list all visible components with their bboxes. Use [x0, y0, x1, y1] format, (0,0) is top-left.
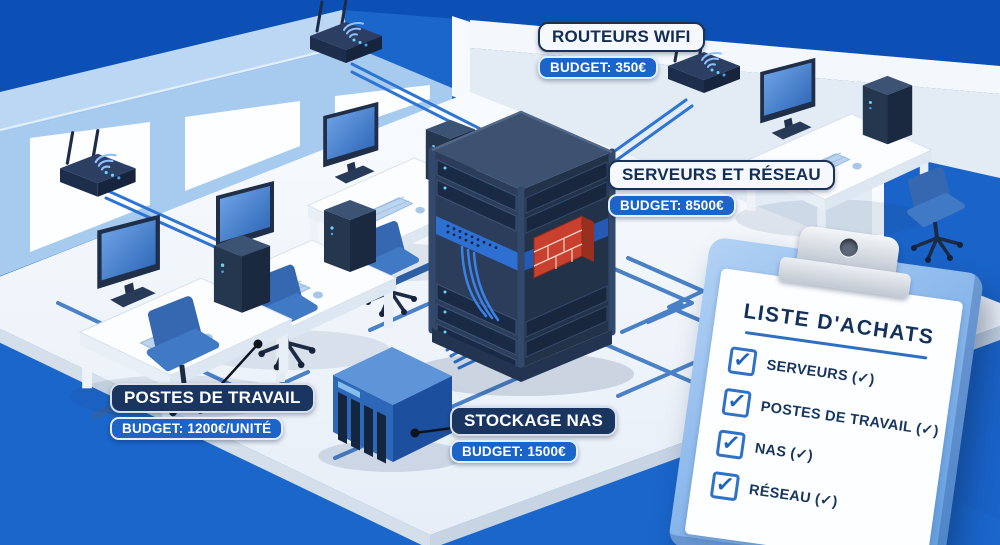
firewall-icon — [533, 215, 594, 279]
servers-label-budget: BUDGET: 8500€ — [608, 194, 736, 217]
checkbox-checked-icon: ✓ — [727, 346, 758, 377]
background-top — [0, 0, 1000, 94]
checkbox-checked-icon: ✓ — [721, 387, 752, 419]
shopping-list-clipboard: LISTE D'ACHATS ✓ SERVEURS (✓) ✓ POSTES D… — [667, 224, 985, 545]
clipboard-clip-hole — [838, 237, 859, 258]
shopping-list-paper: LISTE D'ACHATS ✓ SERVEURS (✓) ✓ POSTES D… — [684, 268, 964, 545]
window-2 — [185, 101, 300, 191]
left-wall — [0, 10, 452, 276]
wifi-routers-label: ROUTEURS WIFI BUDGET: 350€ — [538, 22, 705, 79]
label-connectors — [216, 339, 454, 438]
servers-label-title: SERVEURS ET RÉSEAU — [608, 160, 835, 190]
checklist-item-label: SERVEURS (✓) — [765, 356, 876, 388]
rack-servers-right — [525, 161, 608, 358]
nas-label-budget: BUDGET: 1500€ — [450, 440, 578, 463]
nas-display — [338, 381, 360, 398]
checklist-item-label: POSTES DE TRAVAIL (✓) — [759, 398, 940, 440]
nas-drive-bays — [338, 392, 386, 464]
wifi-label-budget: BUDGET: 350€ — [538, 56, 659, 79]
nas-device — [318, 347, 466, 472]
nas-label-title: STOCKAGE NAS — [450, 406, 618, 436]
workstations-label: POSTES DE TRAVAIL BUDGET: 1200€/UNITÉ — [110, 383, 315, 440]
checkbox-checked-icon: ✓ — [715, 429, 747, 460]
workstations-label-budget: BUDGET: 1200€/UNITÉ — [110, 417, 284, 440]
servers-label: SERVEURS ET RÉSEAU BUDGET: 8500€ — [608, 160, 835, 217]
nas-label: STOCKAGE NAS BUDGET: 1500€ — [450, 406, 618, 463]
checkbox-checked-icon: ✓ — [709, 471, 741, 502]
wifi-label-title: ROUTEURS WIFI — [538, 22, 705, 52]
workstations-label-title: POSTES DE TRAVAIL — [110, 383, 315, 413]
server-rack — [410, 110, 634, 396]
checklist-item-label: RÉSEAU (✓) — [748, 481, 839, 510]
checklist-item-label: NAS (✓) — [753, 440, 815, 465]
